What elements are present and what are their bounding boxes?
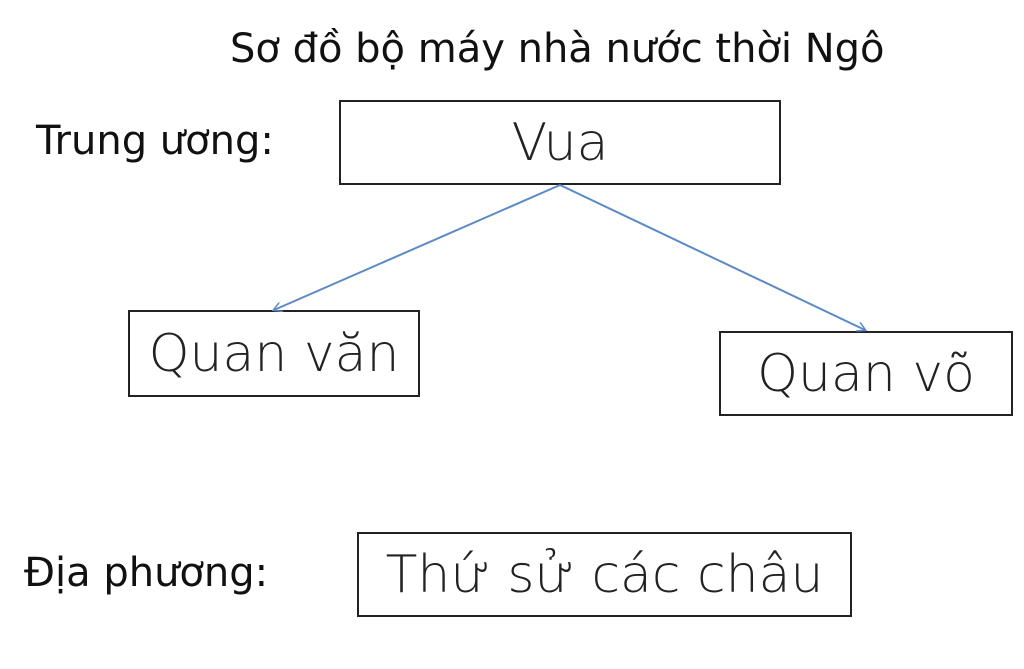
arrow-to-military: [559, 184, 865, 330]
node-king: Vua: [339, 100, 781, 185]
arrow-to-civil: [274, 184, 561, 310]
node-civil-label: Quan văn: [148, 323, 400, 384]
node-provincial-governors: Thứ sử các châu: [357, 532, 852, 617]
node-governors-label: Thứ sử các châu: [385, 544, 824, 605]
diagram-title: Sơ đồ bộ máy nhà nước thời Ngô: [230, 26, 885, 72]
central-label: Trung ương:: [36, 118, 274, 164]
node-king-label: Vua: [511, 112, 609, 173]
node-military-label: Quan võ: [757, 343, 975, 404]
node-military-officials: Quan võ: [719, 331, 1013, 416]
local-label: Địa phương:: [24, 550, 269, 596]
